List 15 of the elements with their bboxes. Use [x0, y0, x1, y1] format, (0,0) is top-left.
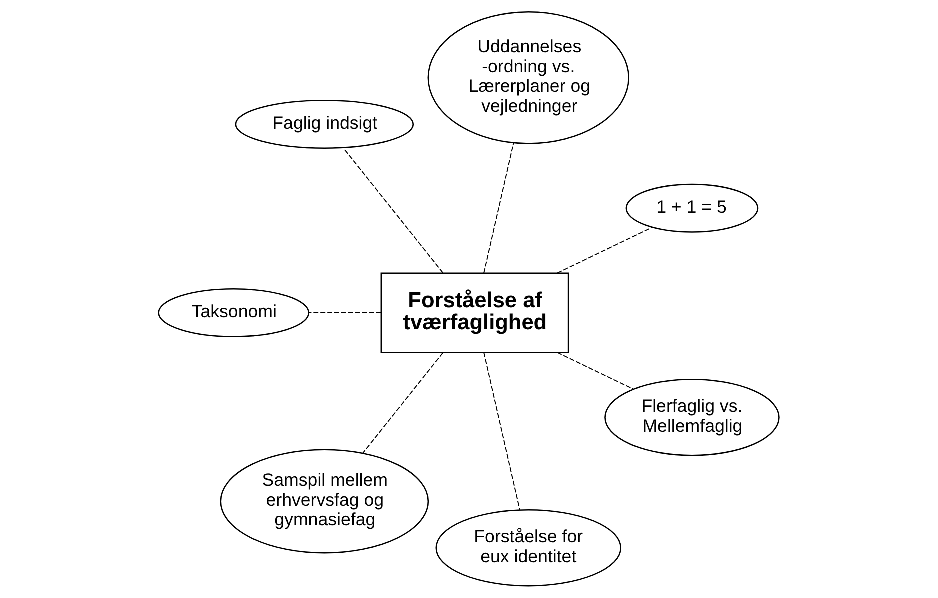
- node-ellipse: Uddannelses -ordning vs. Lærerplaner og vejledninger: [428, 12, 630, 144]
- node-box: Forståelse af tværfaglighed: [380, 272, 570, 354]
- connector: [342, 147, 444, 274]
- connector: [308, 312, 382, 314]
- node-ellipse: Forståelse for eux identitet: [436, 509, 622, 587]
- connector: [556, 226, 654, 274]
- node-ellipse: Samspil mellem erhvervsfag og gymnasiefag: [220, 449, 430, 554]
- connector: [362, 352, 444, 454]
- connector: [556, 352, 634, 390]
- connector: [484, 352, 520, 511]
- node-ellipse: Taksonomi: [158, 288, 310, 338]
- node-ellipse: 1 + 1 = 5: [626, 184, 759, 233]
- node-ellipse: Flerfaglig vs. Mellemfaglig: [604, 378, 780, 456]
- node-ellipse: Faglig indsigt: [235, 100, 414, 149]
- connector: [484, 142, 514, 274]
